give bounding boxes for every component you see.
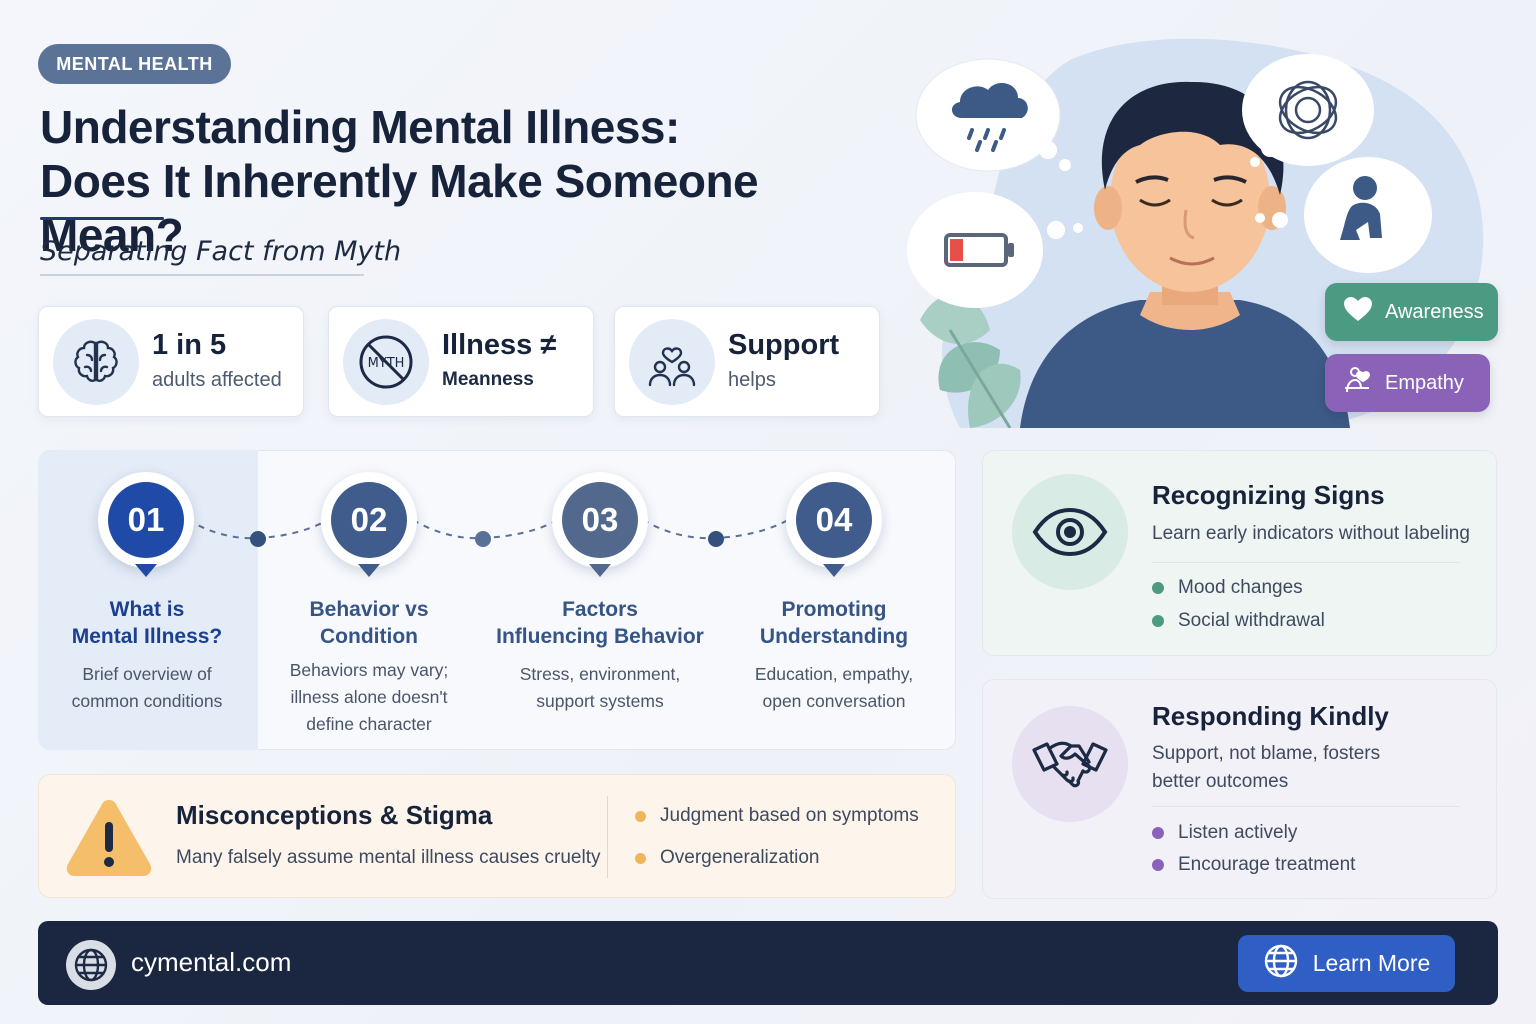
empathy-chip: Empathy [1325,354,1490,412]
stat-value: Support [728,329,840,361]
step-pin [589,564,611,577]
list-item: Overgeneralization [635,847,819,869]
step-number: 03 [562,482,638,558]
isolated-person-thought [1304,157,1432,273]
list-item: Judgment based on symptoms [635,805,919,827]
learn-more-button[interactable]: Learn More [1238,935,1455,992]
misconceptions-panel [38,774,956,898]
stat-label: helps [728,369,776,391]
tangled-thoughts-icon [1242,54,1374,166]
empathy-icon [1343,366,1373,400]
eye-icon [1012,474,1128,590]
title-line-2: Does It Inherently Make Someone Mean? [40,155,759,261]
stat-card-prevalence: 1 in 5 adults affected [38,306,304,417]
step-pin [823,564,845,577]
myth-icon: MYTH [343,319,429,405]
divider [1152,806,1460,807]
stat-value: Illness ≠ [442,329,557,361]
stat-value: 1 in 5 [152,329,227,361]
step-description: Education, empathy,open conversation [754,664,914,711]
step-04[interactable]: 04 [786,472,882,577]
bullet-dot [635,810,646,822]
step-pin [358,564,380,577]
step-02[interactable]: 02 [321,472,417,577]
page-subtitle: Separating Fact from Myth [40,236,402,267]
site-link[interactable]: cymental.com [131,947,292,977]
recognizing-description: Learn early indicators without labeling [1152,523,1470,544]
warning-icon [64,796,154,883]
myth-icon-text: MYTH [368,356,405,371]
stat-card-support: Support helps [614,306,880,417]
awareness-chip: Awareness [1325,283,1498,341]
stat-label: Meanness [442,369,534,390]
step-number: 01 [108,482,184,558]
list-item: Listen actively [1152,822,1297,844]
empathy-label: Empathy [1385,371,1464,394]
subtitle-underline [40,274,364,276]
timeline-connector [187,519,789,547]
category-tag: MENTAL HEALTH [38,44,231,84]
list-item: Encourage treatment [1152,854,1355,876]
rain-cloud-thought [915,58,1061,172]
bullet-dot [635,852,646,864]
handshake-icon [1012,706,1128,822]
brain-icon [53,319,139,405]
step-number: 04 [796,482,872,558]
title-line-1: Understanding Mental Illness: [40,101,680,153]
step-pin [135,564,157,577]
step-number: 02 [331,482,407,558]
stat-card-myth: MYTH Illness ≠ Meanness [328,306,594,417]
divider [607,796,608,878]
step-01[interactable]: 01 [98,472,194,577]
stat-label: adults affected [152,369,282,391]
list-item: Social withdrawal [1152,610,1325,632]
page-title: Understanding Mental Illness: Does It In… [40,100,900,262]
divider [1152,562,1460,563]
misconceptions-title: Misconceptions & Stigma [176,800,493,830]
person-hair [1101,81,1284,195]
misconceptions-description: Many falsely assume mental illness cause… [176,847,601,868]
heart-icon [1343,296,1373,328]
awareness-label: Awareness [1385,300,1484,323]
title-underline [40,217,164,220]
globe-icon [1263,943,1299,985]
step-description: Stress, environment,support systems [519,664,681,711]
step-description: Behaviors may vary;illness alone doesn't… [289,660,449,734]
learn-more-label: Learn More [1312,950,1431,976]
step-03[interactable]: 03 [552,472,648,577]
list-item: Mood changes [1152,577,1303,599]
recognizing-title: Recognizing Signs [1152,480,1385,510]
globe-icon [66,940,116,990]
person-body [1020,300,1350,428]
person-head [1110,108,1270,292]
responding-title: Responding Kindly [1152,701,1389,731]
low-battery-thought [907,192,1043,308]
people-heart-icon [629,319,715,405]
